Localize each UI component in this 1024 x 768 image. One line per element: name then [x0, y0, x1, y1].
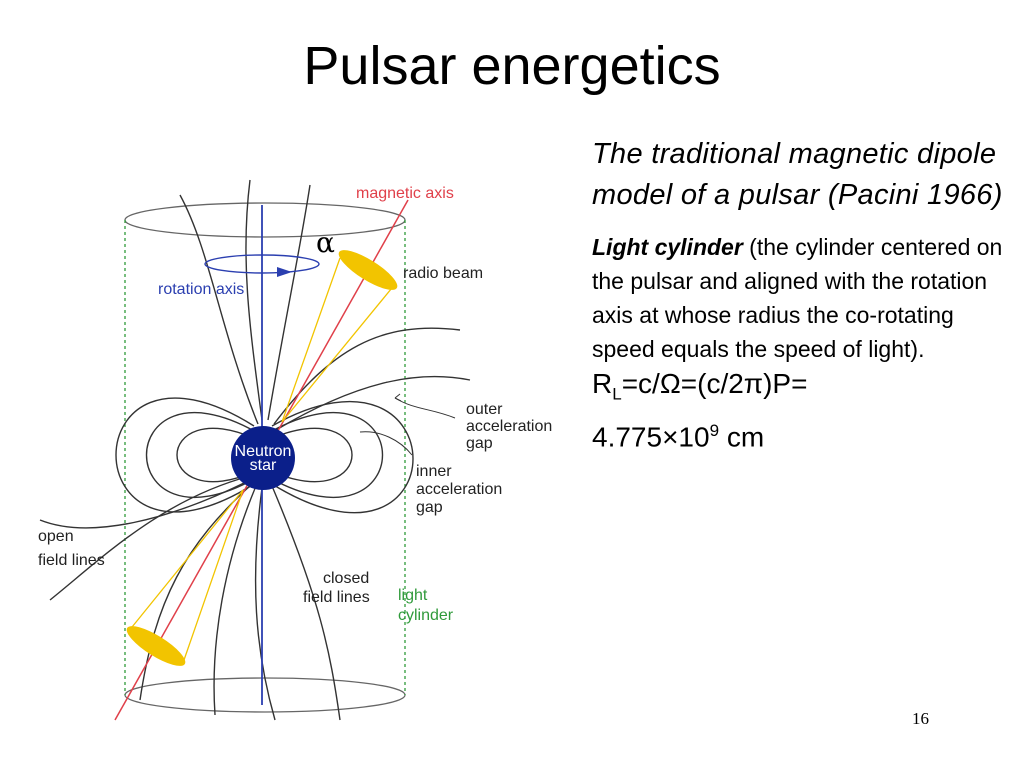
- formula-r: R: [592, 368, 613, 399]
- pulsar-dipole-diagram: Neutron star magnetic axis radio beam ro…: [38, 179, 552, 721]
- formula-unit: cm: [719, 420, 765, 452]
- formula-exp: 9: [709, 420, 720, 440]
- open-field-label-2: field lines: [38, 552, 105, 569]
- closed-field-label-1: closed: [323, 570, 369, 587]
- magnetic-axis-label: magnetic axis: [356, 185, 454, 202]
- inner-gap-label-1: inner: [416, 463, 452, 480]
- light-cylinder-formula: RL=c/Ω=(c/2π)P= 4.775×109 cm: [592, 366, 1017, 455]
- formula-part1: =c/Ω=(c/2π)P=: [621, 368, 808, 399]
- formula-r-sub: L: [612, 384, 622, 404]
- light-cylinder-label-2: cylinder: [398, 607, 454, 624]
- open-field-label-1: open: [38, 528, 74, 545]
- model-description: The traditional magnetic dipole model of…: [592, 138, 1003, 211]
- rotation-arrow: [204, 254, 320, 277]
- neutron-label: Neutron: [235, 443, 292, 460]
- light-cylinder-definition: (the cylinder centered on the pulsar and…: [592, 234, 1003, 362]
- open-field-lines: [39, 179, 471, 721]
- alpha-symbol: α: [316, 226, 335, 259]
- text-column: The traditional magnetic dipole model of…: [592, 134, 1017, 455]
- light-cylinder-label-1: light: [398, 587, 428, 604]
- star-label: star: [250, 457, 277, 474]
- rotation-axis-label: rotation axis: [158, 281, 244, 298]
- outer-gap-label-3: gap: [466, 435, 493, 452]
- light-cylinder-paragraph: Light cylinder (the cylinder centered on…: [592, 230, 1017, 366]
- beam-cone-south: [126, 489, 244, 666]
- outer-gap-label-1: outer: [466, 401, 503, 418]
- neutron-star: [231, 426, 295, 490]
- page-number: 16: [912, 709, 929, 728]
- inner-gap-label-3: gap: [416, 499, 443, 516]
- closed-field-label-2: field lines: [303, 589, 370, 606]
- inner-gap-label-2: acceleration: [416, 481, 502, 498]
- closed-field-lines: [115, 397, 414, 514]
- formula-part2: 4.775×10: [592, 420, 710, 452]
- label-pointers: [359, 393, 456, 456]
- outer-gap-label-2: acceleration: [466, 418, 552, 435]
- light-cylinder-term: Light cylinder: [592, 234, 743, 260]
- radio-beam-label: radio beam: [403, 265, 483, 282]
- beam-cone-north: [281, 250, 398, 423]
- slide-title: Pulsar energetics: [303, 36, 721, 96]
